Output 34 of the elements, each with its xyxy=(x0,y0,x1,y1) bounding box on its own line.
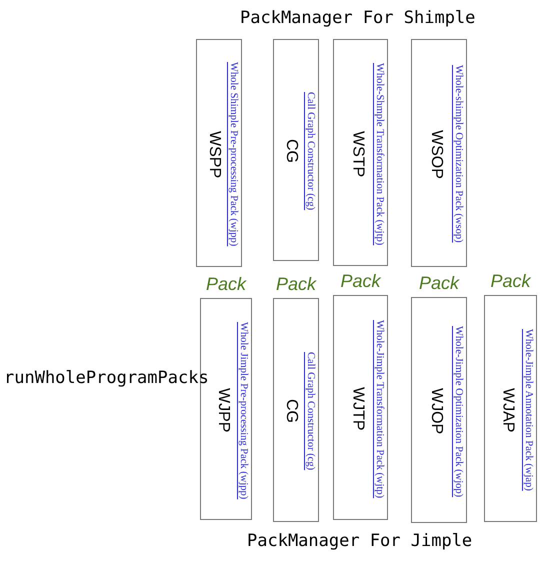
pack-link: Whole-Jimple Optimization Pack (wjop) xyxy=(453,326,464,497)
pack-box xyxy=(333,295,388,520)
pack-link: Whole-Jimple Annotation Pack (wjap) xyxy=(523,328,534,490)
pack-box xyxy=(411,297,467,523)
pack-link: Whole-Jimple Transformation Pack (wjtp) xyxy=(374,320,385,498)
pack-box xyxy=(484,295,537,522)
pack-box xyxy=(411,39,467,267)
pack-caption: Pack xyxy=(419,273,460,294)
pack-link: Whole-shimple Optimization Pack (wsop) xyxy=(453,65,464,243)
pack-abbreviation: WSPP xyxy=(205,130,223,178)
pack-caption: Pack xyxy=(340,271,381,292)
pack-abbreviation: WSOP xyxy=(427,130,445,178)
heading-label: PackManager For Shimple xyxy=(240,8,476,28)
pack-link: Call Graph Constructor (cg) xyxy=(305,92,316,210)
pack-link: Whole-Shmple Transformation Pack (wjtp) xyxy=(374,62,385,245)
pack-abbreviation: WJTP xyxy=(348,386,366,430)
pack-link: Call Graph Constructor (cg) xyxy=(305,352,316,470)
pack-abbreviation: CG xyxy=(282,139,300,163)
pack-box xyxy=(273,39,319,261)
pack-abbreviation: WJOP xyxy=(427,388,445,434)
pack-box xyxy=(333,39,388,266)
pack-caption: Pack xyxy=(206,274,246,295)
pack-abbreviation: WJAP xyxy=(498,388,516,432)
pack-link: Whole Shimple Pre-processing Pack (wjpp) xyxy=(228,62,239,246)
pack-abbreviation: WSTP xyxy=(348,130,366,177)
pack-abbreviation: WJPP xyxy=(214,388,232,432)
pack-abbreviation: CG xyxy=(282,399,300,423)
heading-label: PackManager For Jimple xyxy=(247,531,472,551)
pack-caption: Pack xyxy=(490,271,531,292)
pack-box xyxy=(273,298,319,522)
heading-label: runWholeProgramPacks xyxy=(4,368,209,388)
pack-caption: Pack xyxy=(276,274,316,295)
pack-box xyxy=(196,39,242,267)
pack-link: Whole Jimple Pre-processing Pack (wjpp) xyxy=(238,322,249,499)
